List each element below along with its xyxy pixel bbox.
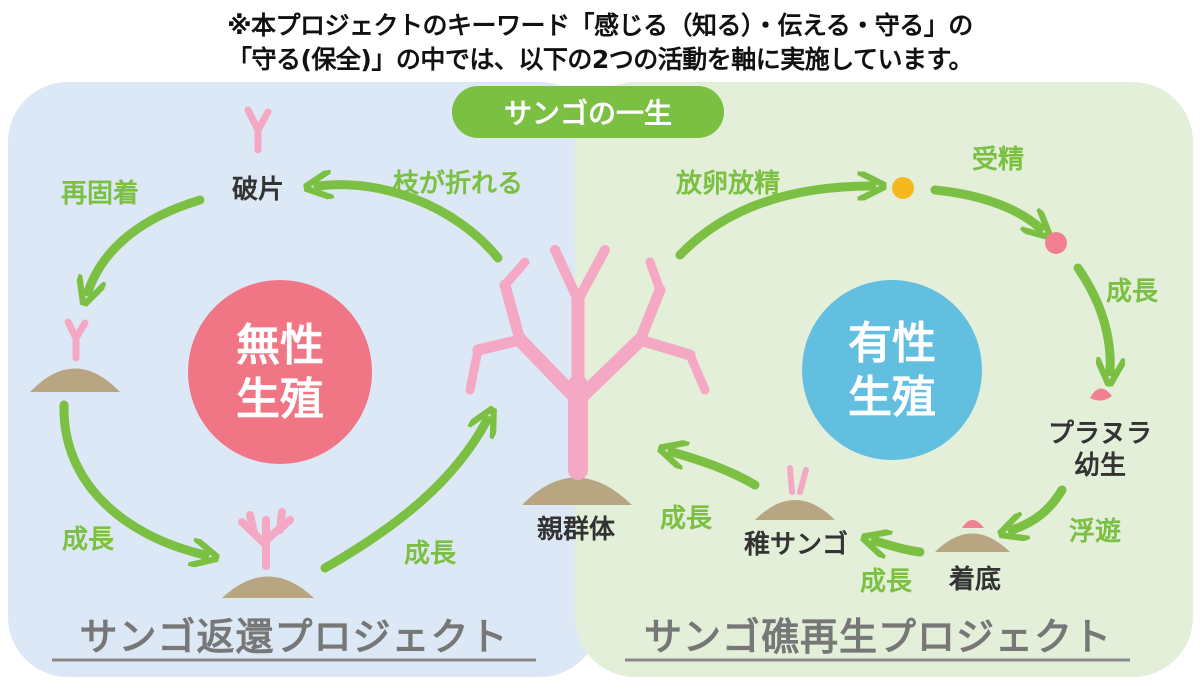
fertilization-label: 受精 xyxy=(972,144,1024,175)
arrow-growth-to-parent xyxy=(672,452,760,490)
nursery-coral-icon xyxy=(238,508,294,570)
branch-breaks-label: 枝が折れる xyxy=(393,168,523,199)
header-line-2: 「守る(保全)」の中では、以下の2つの活動を軸に実施しています。 xyxy=(227,45,974,74)
reattach-label: 再固着 xyxy=(61,178,139,209)
growth-right-label: 成長 xyxy=(1106,277,1159,307)
arrow-branch-breaks xyxy=(318,185,503,263)
lifecycle-badge-label: サンゴの一生 xyxy=(504,97,672,130)
growth-bottom-right-label: 成長 xyxy=(860,567,913,597)
parent-colony-label: 親群体 xyxy=(537,515,616,545)
parent-rock xyxy=(522,477,632,505)
sexual-circle-line2: 生殖 xyxy=(848,372,936,423)
arrow-reattach xyxy=(88,195,205,292)
arrow-growth-bottom xyxy=(320,420,487,573)
arrow-floating xyxy=(1012,485,1067,530)
header-line-1: ※本プロジェクトのキーワード「感じる（知る）・伝える・守る」の xyxy=(227,11,973,40)
arrow-spawning xyxy=(675,186,872,260)
sexual-circle-line1: 有性 xyxy=(848,318,936,369)
arrow-fertilization xyxy=(930,185,1040,228)
right-project-title: サンゴ礁再生プロジェクト xyxy=(644,615,1112,659)
parent-coral-icon xyxy=(465,245,710,480)
planula-label-line2: 幼生 xyxy=(1074,451,1126,481)
planula-label-line1: プラヌラ xyxy=(1048,419,1152,449)
reattached-rock xyxy=(30,368,120,392)
arrow-growth-bottom-right xyxy=(875,541,925,552)
egg-sperm-dot xyxy=(892,177,914,199)
spawning-label: 放卵放精 xyxy=(675,168,780,199)
arrow-growth-right xyxy=(1073,263,1110,372)
nursery-rock xyxy=(222,576,314,598)
arrow-growth-left xyxy=(59,400,205,555)
growth-to-parent-label: 成長 xyxy=(660,504,713,534)
reattached-coral-icon xyxy=(64,318,89,362)
left-project-title: サンゴ返還プロジェクト xyxy=(79,615,508,659)
growth-bottom-label: 成長 xyxy=(404,539,457,569)
juvenile-coral-label: 稚サンゴ xyxy=(744,529,848,560)
planula-larva-icon xyxy=(1090,388,1112,401)
fragment-label: 破片 xyxy=(232,175,284,205)
settled-larva-icon xyxy=(962,520,984,528)
asexual-circle-line2: 生殖 xyxy=(236,374,324,425)
fertilized-egg-dot xyxy=(1045,232,1067,254)
asexual-circle-line1: 無性 xyxy=(236,320,324,371)
juvenile-rock xyxy=(755,500,835,520)
settlement-rock xyxy=(935,533,1010,552)
lifecycle-badge xyxy=(452,86,724,138)
juvenile-coral-icon xyxy=(787,465,809,495)
sexual-circle xyxy=(802,280,982,460)
fragment-coral-icon xyxy=(244,106,272,154)
floating-label: 浮遊 xyxy=(1069,516,1121,547)
growth-left-label: 成長 xyxy=(62,525,115,555)
asexual-circle xyxy=(188,280,372,464)
settlement-label: 着底 xyxy=(948,564,1001,595)
